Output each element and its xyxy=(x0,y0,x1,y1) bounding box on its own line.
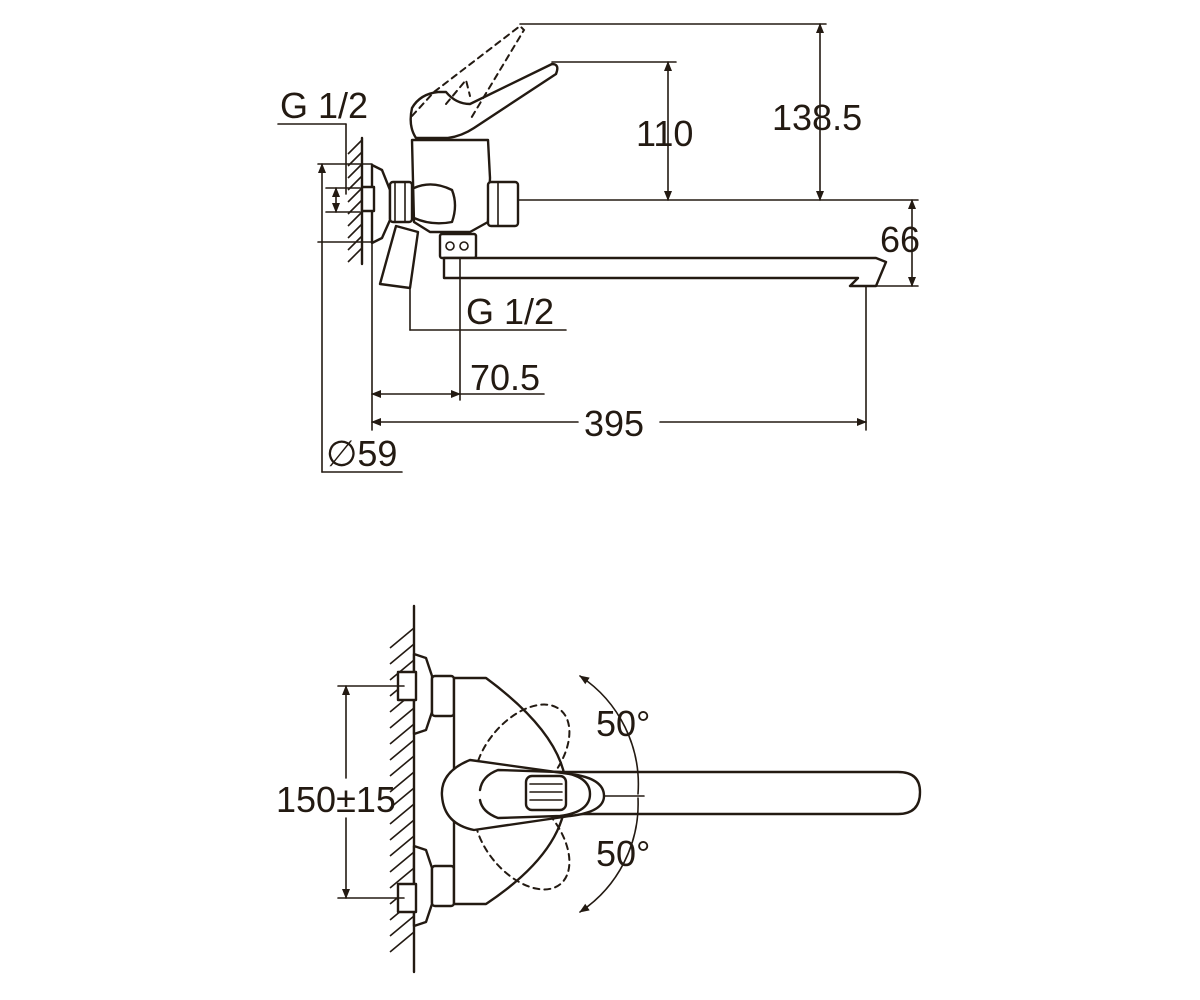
spout-height-label: 66 xyxy=(880,219,920,260)
eccentric-nut xyxy=(388,180,414,224)
outlet-hole xyxy=(445,241,455,251)
top-view: 50° 50° 150±15 xyxy=(276,604,922,974)
thread-left-label: G 1/2 xyxy=(280,85,368,126)
lever-alt-position xyxy=(411,24,526,121)
lower-nut xyxy=(430,864,456,908)
spout xyxy=(442,256,888,288)
spout-top xyxy=(538,770,922,816)
lever-alt-detail xyxy=(445,77,471,105)
lever-grip xyxy=(524,774,568,812)
wall-connector xyxy=(360,185,376,213)
outlet-hole xyxy=(459,241,469,251)
offset-label: 70.5 xyxy=(470,357,540,398)
diameter-label: ∅59 xyxy=(326,433,397,474)
angle-arc-lower xyxy=(579,797,639,913)
wall-hatching-top xyxy=(347,139,363,263)
height-total-label: 138.5 xyxy=(772,97,862,138)
angle-lower-label: 50° xyxy=(596,833,650,874)
angle-upper-label: 50° xyxy=(596,703,650,744)
height-lever-label: 110 xyxy=(636,113,693,154)
center-distance-label: 150±15 xyxy=(276,779,396,820)
length-label: 395 xyxy=(584,403,644,444)
diverter-block xyxy=(486,180,520,228)
angle-arc-upper xyxy=(579,675,640,795)
body-contour xyxy=(412,183,457,225)
thread-bottom-label: G 1/2 xyxy=(466,291,554,332)
faucet-body xyxy=(410,138,492,234)
side-view: G 1/2 ∅59 110 138.5 66 G 1/2 70.5 xyxy=(277,23,920,474)
lever-inner xyxy=(478,768,592,820)
upper-nut xyxy=(430,674,456,718)
lever-handle xyxy=(409,62,559,140)
shower-outlet xyxy=(378,224,420,290)
